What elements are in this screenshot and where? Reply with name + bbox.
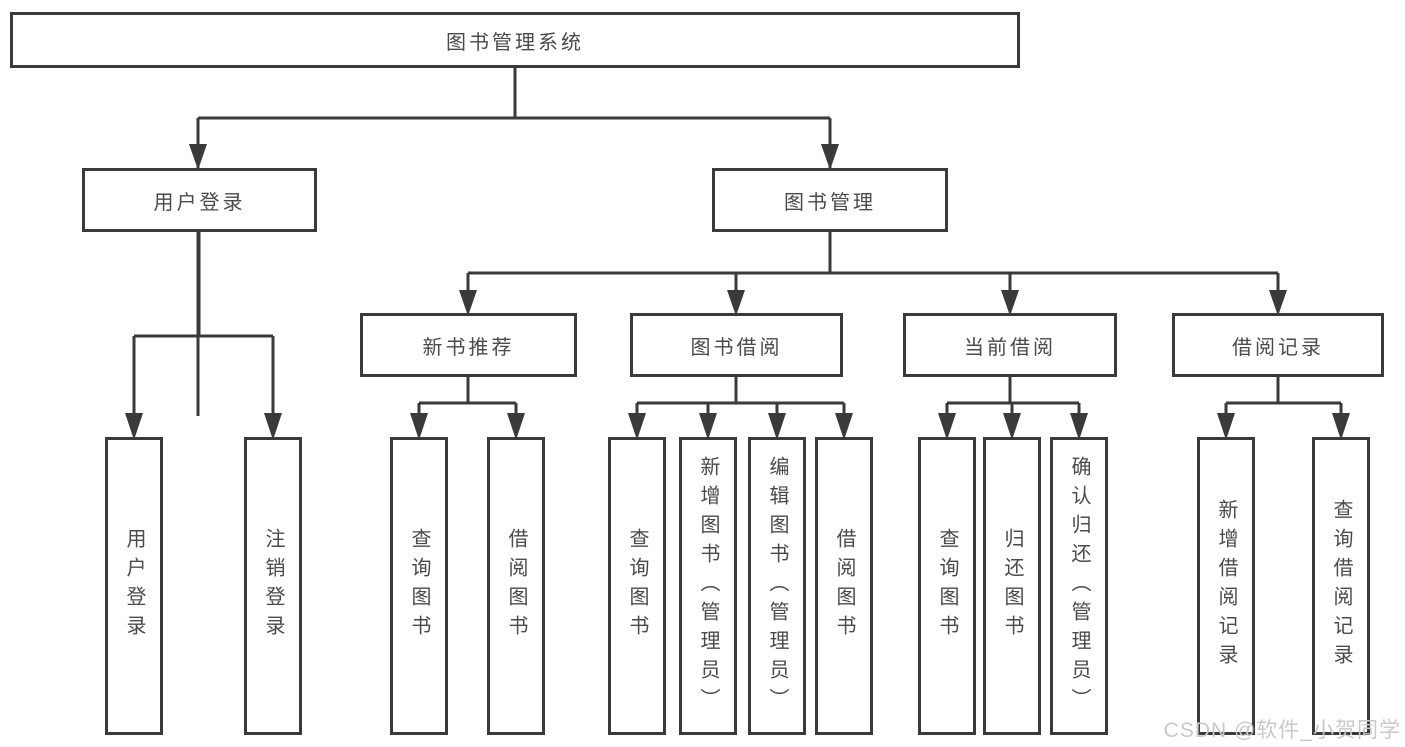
leaf-query-borrow-record-label: 查询借阅记录 <box>1330 499 1352 673</box>
node-new-book-recommend: 新书推荐 <box>360 313 577 377</box>
node-book-management: 图书管理 <box>712 168 948 232</box>
arrow-down-icon <box>459 290 477 316</box>
arrow-down-icon <box>1332 413 1350 440</box>
node-root-label: 图书管理系统 <box>446 31 584 54</box>
arrow-down-icon <box>1269 290 1287 316</box>
connector-new-book-recommend-branch <box>417 377 518 416</box>
node-new-book-recommend-label: 新书推荐 <box>422 336 515 359</box>
leaf-borrow-books-borrow: 借阅图书 <box>815 437 873 735</box>
leaf-query-books-borrow: 查询图书 <box>608 437 666 735</box>
connector-borrow-records-branch <box>1224 377 1343 416</box>
leaf-add-book-admin: 新增图书（管理员） <box>679 437 737 735</box>
node-borrow-records-label: 借阅记录 <box>1232 336 1324 359</box>
connector-book-borrow-branch <box>635 377 846 416</box>
leaf-borrow-books-borrow-label: 借阅图书 <box>833 528 855 644</box>
leaf-add-borrow-record-label: 新增借阅记录 <box>1215 499 1237 673</box>
arrow-down-icon <box>507 413 525 440</box>
leaf-query-books-recommend: 查询图书 <box>390 437 448 735</box>
watermark: CSDN @软件_小贺同学 <box>1163 719 1401 742</box>
leaf-add-borrow-record: 新增借阅记录 <box>1197 437 1255 735</box>
connector-current-borrow-branch <box>945 377 1081 416</box>
node-root: 图书管理系统 <box>10 12 1020 68</box>
leaf-user-login: 用户登录 <box>105 437 163 735</box>
node-user-login-label: 用户登录 <box>153 191 246 214</box>
arrow-down-icon <box>628 413 646 440</box>
node-borrow-records: 借阅记录 <box>1172 313 1384 377</box>
leaf-logout: 注销登录 <box>244 437 302 735</box>
leaf-borrow-books-recommend-label: 借阅图书 <box>505 528 527 644</box>
leaf-confirm-return-admin-label: 确认归还（管理员） <box>1068 455 1090 717</box>
leaf-edit-book-admin-label: 编辑图书（管理员） <box>766 455 788 717</box>
arrow-down-icon <box>768 413 786 440</box>
leaf-query-books-borrow-label: 查询图书 <box>626 528 648 644</box>
arrow-down-icon <box>835 413 853 440</box>
arrow-down-icon <box>1003 413 1021 440</box>
leaf-add-book-admin-label: 新增图书（管理员） <box>697 455 719 717</box>
leaf-confirm-return-admin: 确认归还（管理员） <box>1050 437 1108 735</box>
connector-user-login-branch <box>132 232 275 416</box>
arrow-down-icon <box>125 413 143 440</box>
arrow-down-icon <box>938 413 956 440</box>
leaf-query-books-current-label: 查询图书 <box>936 528 958 644</box>
leaf-logout-label: 注销登录 <box>262 528 284 644</box>
node-book-borrow-label: 图书借阅 <box>690 336 783 359</box>
arrow-down-icon <box>189 144 207 170</box>
arrow-down-icon <box>264 413 282 440</box>
arrow-down-icon <box>410 413 428 440</box>
arrow-down-icon <box>1070 413 1088 440</box>
connector-book-management-branch <box>466 232 1280 294</box>
leaf-return-book-label: 归还图书 <box>1001 528 1023 644</box>
connector-root-to-level2 <box>196 68 832 416</box>
arrow-down-icon <box>699 413 717 440</box>
arrow-down-icon <box>727 290 745 316</box>
node-current-borrow: 当前借阅 <box>903 313 1117 377</box>
node-book-borrow: 图书借阅 <box>630 313 843 377</box>
leaf-edit-book-admin: 编辑图书（管理员） <box>748 437 806 735</box>
arrow-down-icon <box>1001 290 1019 316</box>
arrow-down-icon <box>821 144 839 170</box>
leaf-return-book: 归还图书 <box>983 437 1041 735</box>
arrow-down-icon <box>1217 413 1235 440</box>
node-book-management-label: 图书管理 <box>784 191 876 214</box>
leaf-user-login-label: 用户登录 <box>123 528 145 644</box>
node-user-login: 用户登录 <box>82 168 317 232</box>
node-current-borrow-label: 当前借阅 <box>964 336 1056 359</box>
arrowheads <box>125 144 1350 440</box>
leaf-query-borrow-record: 查询借阅记录 <box>1312 437 1370 735</box>
leaf-query-books-recommend-label: 查询图书 <box>408 528 430 644</box>
leaf-query-books-current: 查询图书 <box>918 437 976 735</box>
leaf-borrow-books-recommend: 借阅图书 <box>487 437 545 735</box>
